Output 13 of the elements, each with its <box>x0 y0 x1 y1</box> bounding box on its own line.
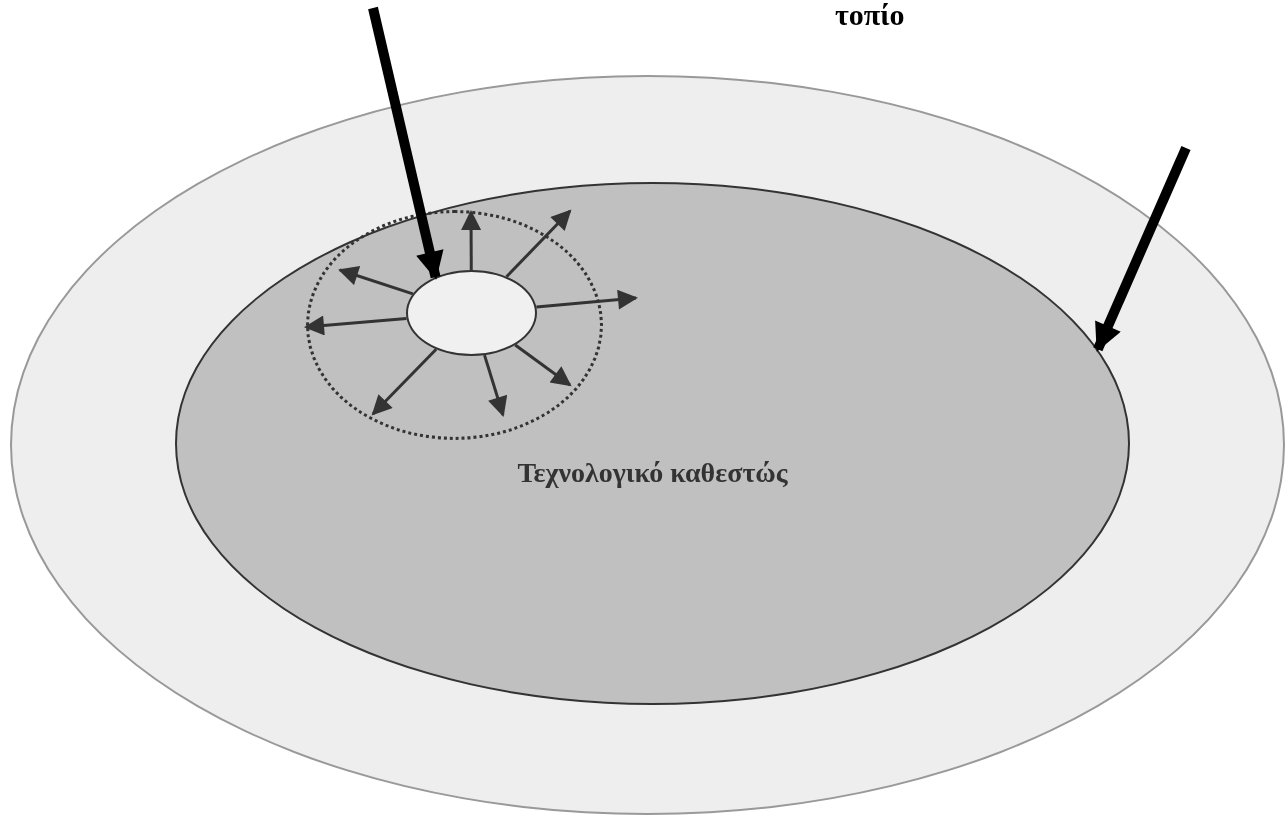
arrow <box>514 343 572 387</box>
arrow <box>338 266 414 296</box>
arrow <box>536 289 638 310</box>
landscape-label: τοπίο <box>835 0 905 30</box>
arrow <box>461 210 482 270</box>
dotted-ellipse <box>306 210 603 440</box>
arrow <box>368 6 444 280</box>
regime-label: Τεχνολογικό καθεστώς <box>517 456 788 490</box>
arrow <box>304 315 407 336</box>
arrow <box>1093 146 1191 352</box>
arrow <box>371 348 438 416</box>
arrow <box>505 209 572 278</box>
arrow <box>483 354 508 417</box>
